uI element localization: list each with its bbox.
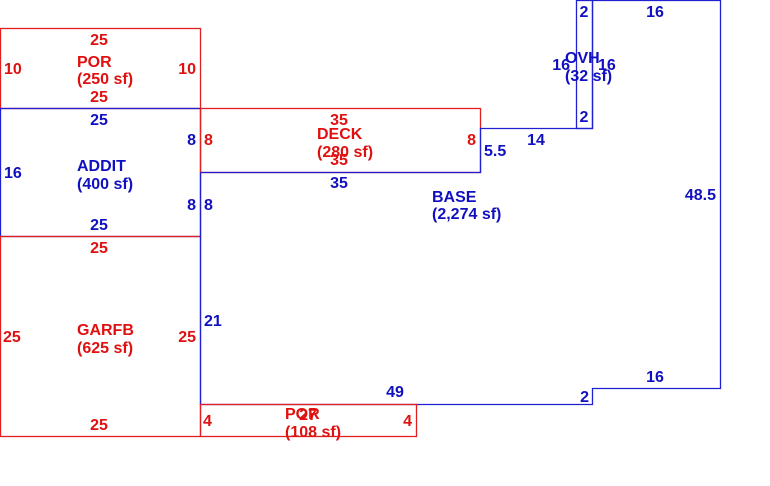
deck-dim-top: 35 [330,112,348,129]
base-dim-left-upper: 8 [204,197,213,214]
ovh-dim-bottom: 2 [580,109,589,126]
garfb-name: GARFB [77,322,134,339]
deck-name: DECK [317,126,363,143]
por-top-area: (250 sf) [77,71,133,88]
por-bottom-dim-top: 27 [299,407,317,424]
addit-area: (400 sf) [77,176,133,193]
ovh-name: OVH [565,50,600,67]
addit-name: ADDIT [77,158,126,175]
por-bottom-name: POR [285,406,320,423]
garfb-dim-left: 25 [3,329,21,346]
base-dim-left-lower: 21 [204,313,222,330]
por-bottom-outline [199,403,418,438]
base-dim-right: 48.5 [685,187,716,204]
por-top-dim-bottom: 25 [90,89,108,106]
por-top-dim-right: 10 [178,61,196,78]
base-dim-top-right: 16 [646,4,664,21]
deck-dim-right: 8 [467,132,476,149]
deck-dim-left: 8 [204,132,213,149]
addit-dim-right-bottom: 8 [187,197,196,214]
base-dim-top: 35 [330,175,348,192]
por-top-dim-left: 10 [4,61,22,78]
garfb-dim-right: 25 [178,329,196,346]
por-top-name: POR [77,54,112,71]
ovh-dim-right: 16 [598,57,616,74]
addit-dim-right-top: 8 [187,132,196,149]
addit-dim-bottom: 25 [90,217,108,234]
garfb-dim-bottom: 25 [90,417,108,434]
base-dim-bottom-right: 16 [646,369,664,386]
ovh-outline [575,0,594,130]
base-dim-step-horizontal: 14 [527,132,545,149]
base-outline [199,0,722,406]
deck-dim-bottom: 35 [330,152,348,169]
base-name: BASE [432,189,477,206]
por-bottom-area: (108 sf) [285,424,341,441]
base-dim-step-vertical: 5.5 [484,143,506,160]
por-bottom-dim-right: 4 [403,413,412,430]
base-dim-bottom: 49 [386,384,404,401]
ovh-dim-left: 16 [552,57,570,74]
addit-dim-top: 25 [90,112,108,129]
por-top-dim-top: 25 [90,32,108,49]
base-dim-notch: 2 [580,389,589,406]
deck-area: (280 sf) [317,144,373,161]
base-area: (2,274 sf) [432,206,501,223]
garfb-dim-top: 25 [90,240,108,257]
addit-dim-left: 16 [4,165,22,182]
garfb-area: (625 sf) [77,340,133,357]
ovh-dim-top: 2 [580,4,589,21]
por-bottom-dim-left: 4 [203,413,212,430]
ovh-area: (32 sf) [565,68,612,85]
